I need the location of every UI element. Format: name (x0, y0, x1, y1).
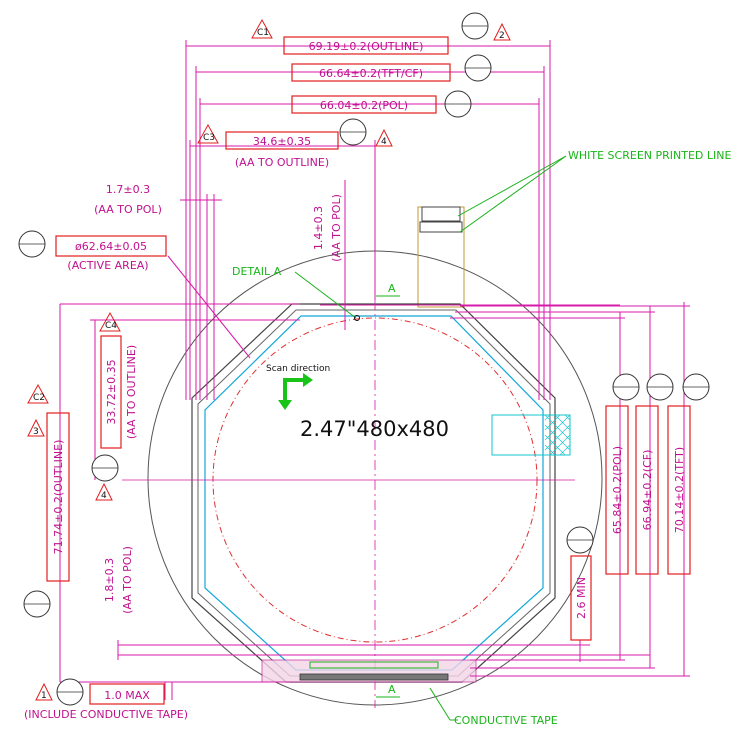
marker-n1: 1 (41, 691, 47, 701)
fpc-tail-cap (421, 206, 461, 222)
scan-direction-arrow (278, 373, 313, 410)
active-area-sub: (ACTIVE AREA) (67, 259, 148, 272)
box-outline-width (283, 36, 449, 55)
section-a-bottom-label: A (388, 683, 396, 696)
box-tft-width (291, 63, 451, 82)
aa-pol-top-sub: (AA TO POL) (330, 194, 343, 262)
marker-n4-top: 4 (381, 137, 387, 147)
box-active-area (55, 235, 167, 257)
aa-outline-w-sub: (AA TO OUTLINE) (235, 156, 329, 169)
bonding-pads (309, 661, 439, 669)
outline-width-label: 69.19±0.2(OUTLINE) (309, 40, 424, 53)
conductive-tape-label: CONDUCTIVE TAPE (454, 714, 558, 727)
marker-n3: 3 (33, 427, 39, 437)
box-outline-height (46, 412, 70, 582)
cf-height-label: 66.94±0.2(CF) (641, 450, 654, 531)
include-tape-label: (INCLUDE CONDUCTIVE TAPE) (24, 708, 188, 721)
scan-direction-label: Scan direction (266, 364, 330, 374)
balloon-dividers (19, 25, 709, 693)
leader-lines (167, 155, 567, 721)
left-dimension-lines (59, 303, 300, 700)
side-connector-hatch (544, 414, 571, 456)
detail-a-label: DETAIL A (232, 265, 282, 278)
box-cf-height (635, 405, 659, 575)
outline-height-label: 71.74±0.2(OUTLINE) (52, 440, 65, 555)
detail-a-marker (354, 315, 360, 321)
outer-cover-circle (147, 250, 603, 706)
max-label: 1.0 MAX (104, 689, 150, 702)
pol-width-label: 66.04±0.2(POL) (320, 99, 408, 112)
box-aa-outline-h (100, 335, 122, 449)
pol-height-label: 65.84±0.2(POL) (611, 446, 624, 534)
pol-octagon (204, 315, 544, 671)
marker-n4-left: 4 (101, 491, 107, 501)
aa-pol-bottom-value: 1.8±0.3 (103, 558, 116, 602)
triangle-markers (27, 18, 511, 701)
model-label: 2.47"480x480 (300, 417, 449, 441)
box-pol-height (605, 405, 629, 575)
aa-outline-h-label: 33.72±0.35 (105, 359, 118, 424)
box-min (570, 555, 592, 641)
tft-height-label: 70.14±0.2(TFT) (673, 447, 686, 533)
top-dimension-lines (180, 40, 620, 400)
box-aa-outline-w (225, 131, 339, 150)
ic-bar (299, 673, 449, 681)
marker-c4: C4 (105, 321, 117, 331)
marker-c1: C1 (257, 28, 269, 38)
active-area-label: ø62.64±0.05 (75, 240, 147, 253)
box-tft-height (667, 405, 691, 575)
right-dimension-lines (118, 302, 690, 677)
marker-n2: 2 (499, 31, 505, 41)
marker-c2: C2 (33, 393, 45, 403)
aa-pol-left-sub: (AA TO POL) (94, 203, 162, 216)
marker-c3: C3 (203, 133, 215, 143)
aa-pol-top-value: 1.4±0.3 (312, 206, 325, 250)
box-pol-width (291, 95, 437, 114)
fpc-tail-band (419, 221, 463, 233)
aa-pol-bottom-sub: (AA TO POL) (121, 546, 134, 614)
box-max (89, 683, 165, 705)
white-line-label: WHITE SCREEN PRINTED LINE (568, 149, 731, 162)
tft-width-label: 66.64±0.2(TFT/CF) (319, 67, 423, 80)
aa-outline-w-label: 34.6±0.35 (253, 135, 311, 148)
aa-outline-h-sub: (AA TO OUTLINE) (125, 345, 138, 439)
aa-pol-left-value: 1.7±0.3 (106, 183, 150, 196)
min-label: 2.6 MIN (575, 577, 588, 619)
section-a-top-label: A (388, 282, 396, 295)
